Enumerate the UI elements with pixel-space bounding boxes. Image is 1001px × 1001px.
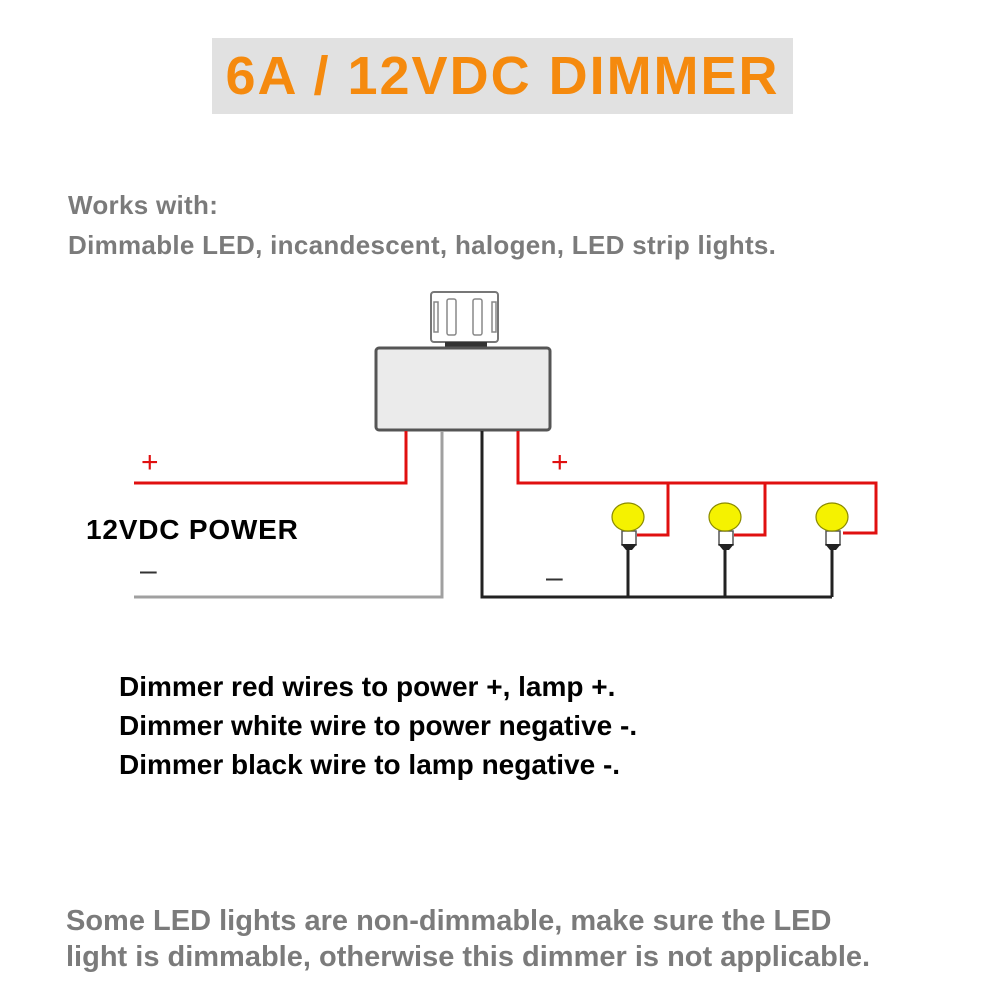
lamp-minus-sign: – xyxy=(546,561,563,594)
works-with-section: Works with: Dimmable LED, incandescent, … xyxy=(68,185,776,265)
power-plus-sign: + xyxy=(141,446,159,479)
lamp-bulb-icon xyxy=(708,502,742,532)
page-title: 6A / 12VDC DIMMER xyxy=(225,46,780,106)
lamp-negative-wire xyxy=(480,431,832,599)
instruction-line: Dimmer black wire to lamp negative -. xyxy=(119,749,621,780)
instruction-line: Dimmer red wires to power +, lamp +. xyxy=(119,671,616,702)
power-positive-wire xyxy=(134,431,408,485)
instruction-line: Dimmer white wire to power negative -. xyxy=(119,710,638,741)
lamp-bulb-icon xyxy=(815,502,849,532)
power-minus-sign: – xyxy=(140,554,157,587)
dimmer-knob xyxy=(430,291,499,347)
dimmer-body xyxy=(374,346,552,432)
power-negative-wire xyxy=(134,431,444,599)
lamp-plus-sign: + xyxy=(551,446,569,479)
lamp-positive-wire xyxy=(516,431,878,535)
lamp-1 xyxy=(611,502,645,597)
wiring-instructions: Dimmer red wires to power +, lamp +. Dim… xyxy=(119,667,637,784)
lamp-bulb-icon xyxy=(611,502,645,532)
lamp-1-positive-lead xyxy=(637,483,670,537)
lamp-3 xyxy=(815,502,849,597)
lamp-2 xyxy=(708,502,742,597)
compatibility-note: Some LED lights are non-dimmable, make s… xyxy=(66,903,870,975)
works-with-heading: Works with: xyxy=(68,190,219,220)
title-banner: 6A / 12VDC DIMMER xyxy=(212,38,793,114)
lamp-2-positive-lead xyxy=(734,483,767,537)
power-label: 12VDC POWER xyxy=(86,514,299,545)
note-line: light is dimmable, otherwise this dimmer… xyxy=(66,941,871,973)
works-with-items: Dimmable LED, incandescent, halogen, LED… xyxy=(68,230,777,260)
note-line: Some LED lights are non-dimmable, make s… xyxy=(66,905,832,937)
